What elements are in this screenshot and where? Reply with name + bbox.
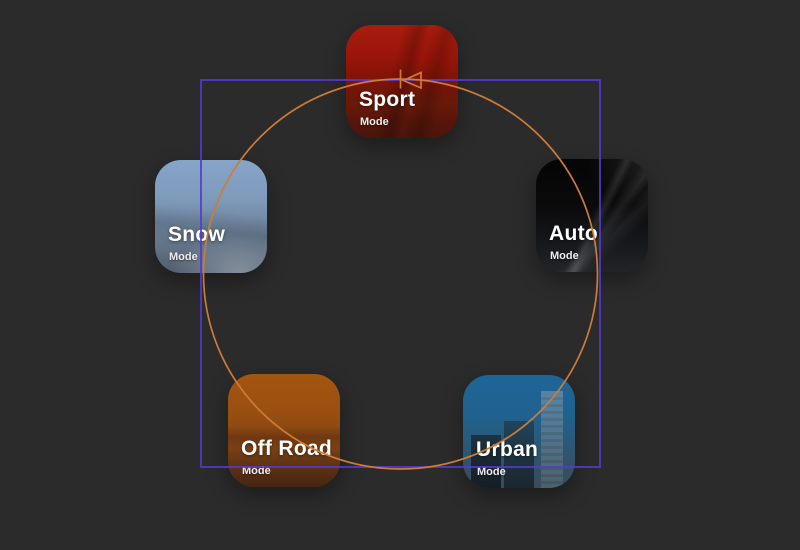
- mode-card-sport[interactable]: Sport Mode: [346, 25, 458, 138]
- mode-name: Auto: [549, 222, 599, 245]
- mode-name: Sport: [359, 88, 416, 111]
- mode-sublabel: Mode: [169, 251, 198, 263]
- mode-sublabel: Mode: [242, 465, 271, 477]
- mode-card-snow[interactable]: Snow Mode: [155, 160, 267, 273]
- mode-card-urban[interactable]: Urban Mode: [463, 375, 575, 488]
- mode-card-auto[interactable]: Auto Mode: [536, 159, 648, 272]
- mode-sublabel: Mode: [360, 116, 389, 128]
- mode-name: Urban: [476, 438, 539, 461]
- mode-sublabel: Mode: [477, 466, 506, 478]
- mode-name: Off Road: [241, 437, 333, 460]
- mode-card-offroad[interactable]: Off Road Mode: [228, 374, 340, 487]
- mode-sublabel: Mode: [550, 250, 579, 262]
- mode-name: Snow: [168, 223, 226, 246]
